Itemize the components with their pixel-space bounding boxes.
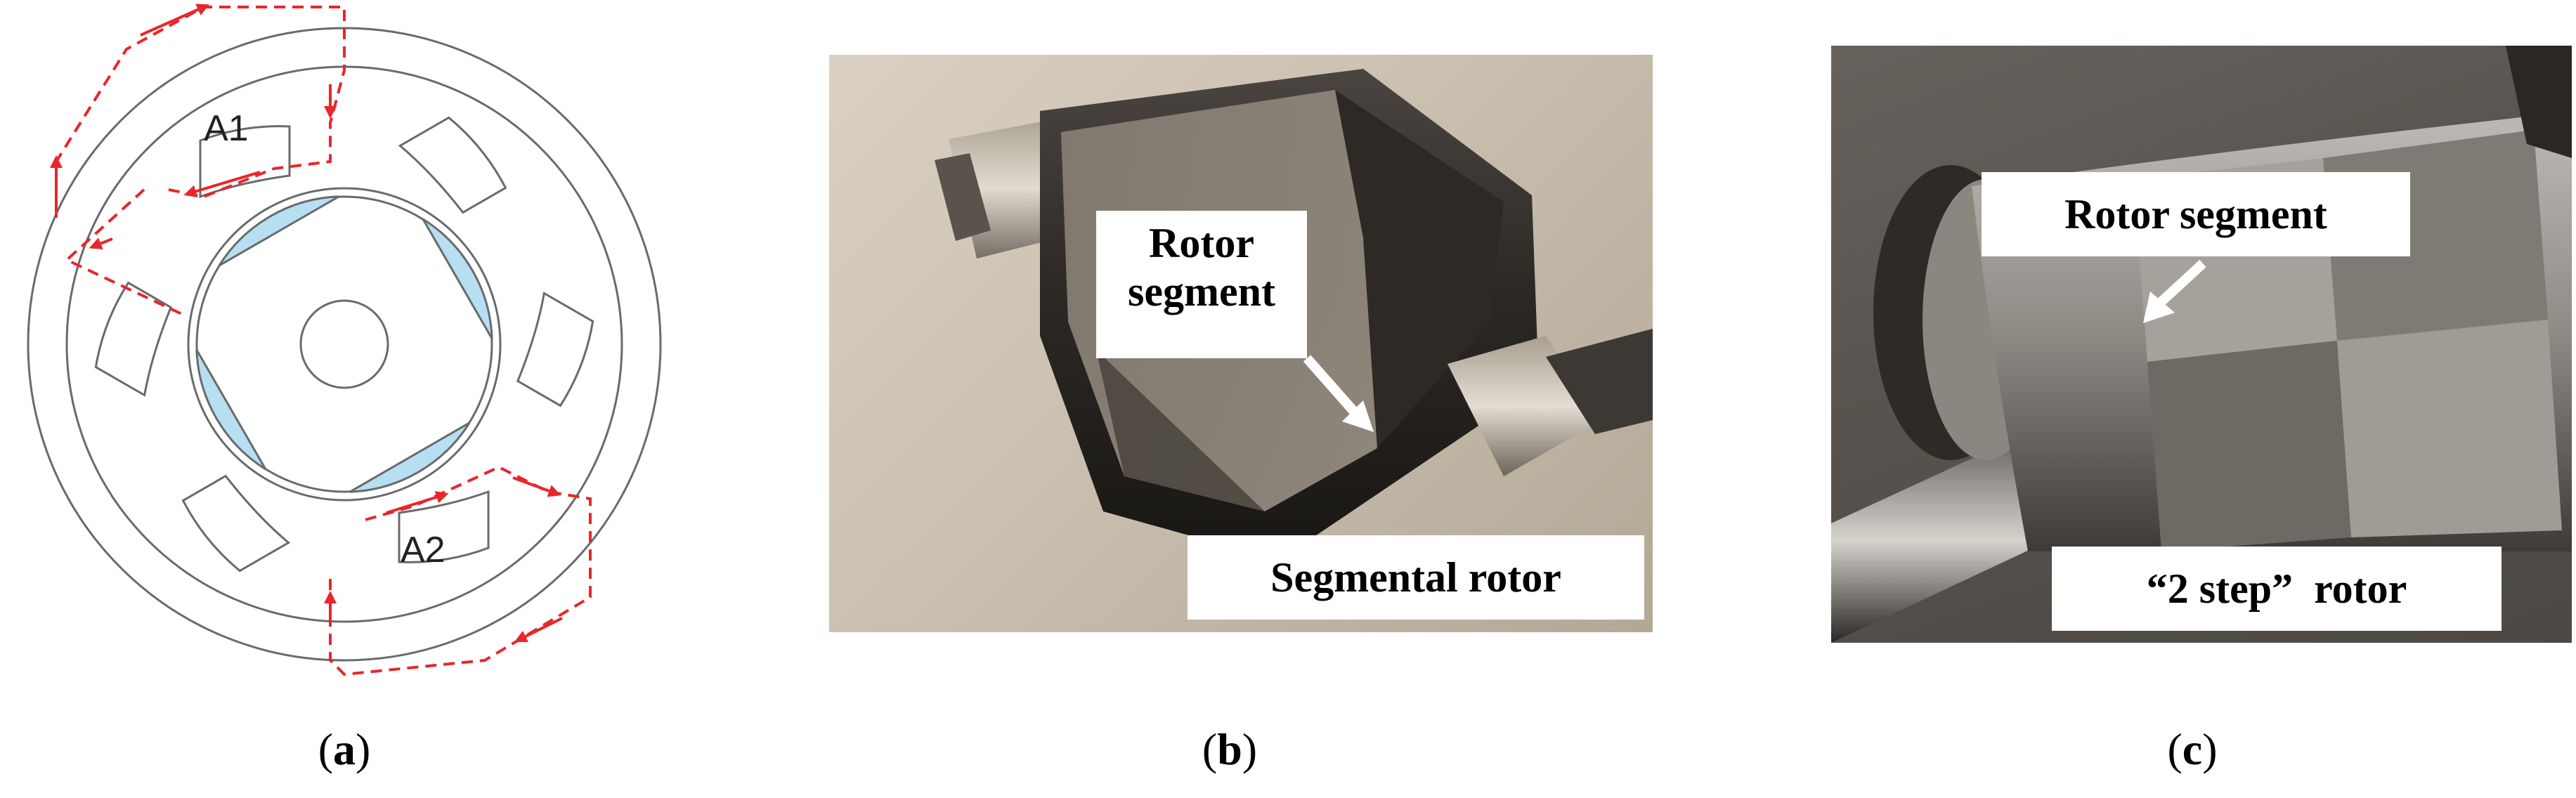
flux-arrow-2 (140, 4, 210, 37)
caption-letter-c: c (2182, 724, 2203, 774)
segmental-rotor-name-label: Segmental rotor (1188, 535, 1644, 620)
caption-c: (c) (2167, 724, 2218, 774)
flux-arrow-5 (89, 237, 113, 250)
rotor-segment-callout-b: Rotor segment (1096, 211, 1307, 358)
region-label-a2: A2 (401, 530, 445, 570)
flux-path-a2 (329, 465, 592, 676)
two-step-rotor-photo (1831, 46, 2572, 643)
callout-arrow-b (1303, 355, 1374, 432)
segmental-rotor-cross-section-diagram: A1 A2 (27, 4, 662, 676)
flux-path-a1 (55, 6, 346, 318)
caption-letter-b: b (1217, 724, 1242, 774)
caption-a: (a) (318, 724, 371, 774)
rotor-segment-callout-c: Rotor segment (1982, 172, 2410, 256)
flux-arrow-8 (514, 617, 563, 643)
region-label-a1: A1 (204, 108, 249, 149)
callout-arrow-c (2143, 259, 2206, 323)
flux-arrow-6 (386, 491, 449, 514)
stator-slots (94, 116, 594, 573)
two-step-rotor-name-label: “2 step” rotor (2052, 547, 2502, 631)
flux-arrow-4 (183, 171, 261, 198)
shaft-hole (299, 299, 389, 389)
rotor-segments (195, 195, 493, 493)
caption-letter-a: a (333, 724, 356, 774)
flux-arrow-7 (512, 476, 561, 497)
caption-b: (b) (1202, 724, 1258, 774)
